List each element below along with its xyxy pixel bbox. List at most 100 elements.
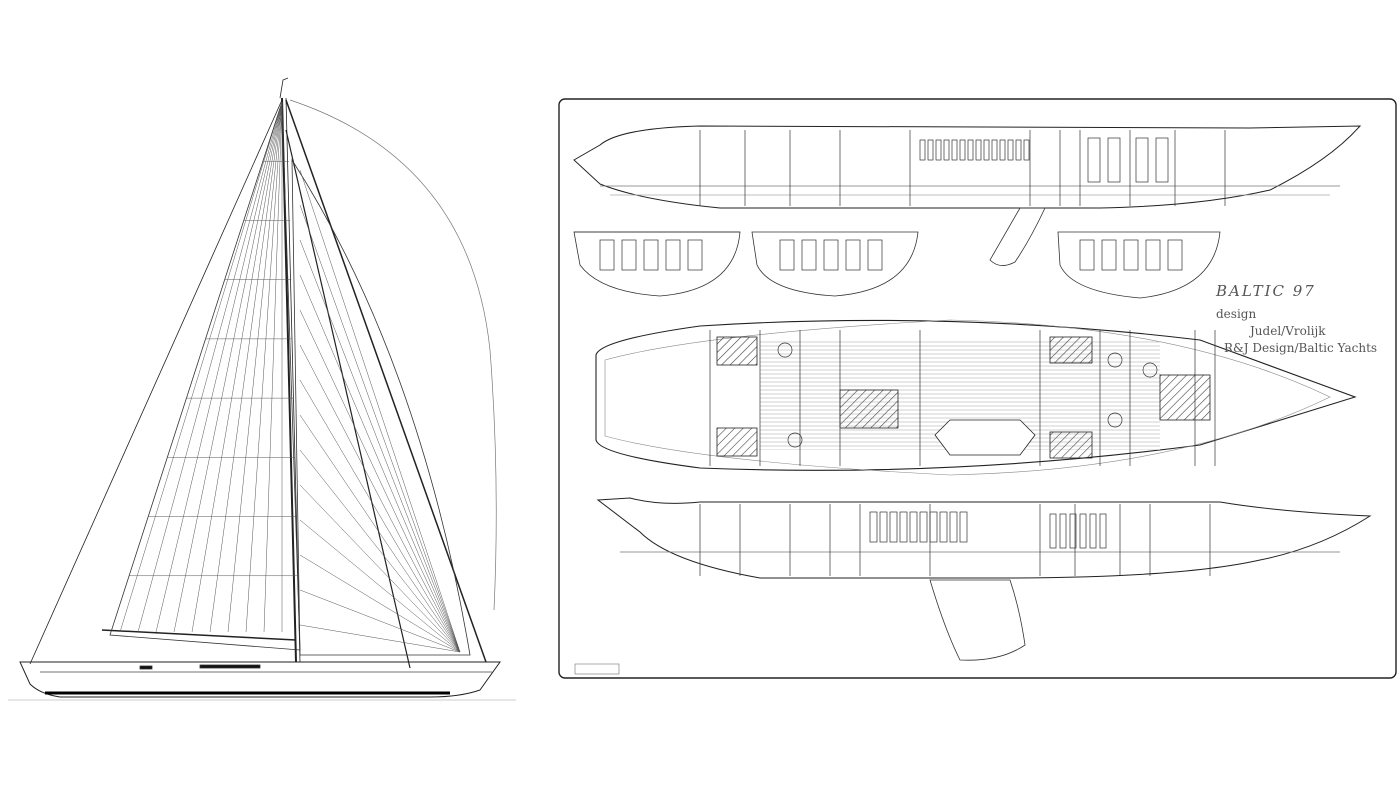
sail-panel-radial bbox=[155, 101, 283, 633]
sail-panel-radial bbox=[173, 101, 283, 633]
yacht-name: BALTIC 97 bbox=[1216, 282, 1316, 300]
head-fixture bbox=[1107, 352, 1123, 368]
profile-cabinet bbox=[983, 139, 990, 161]
sail-panel-radial bbox=[209, 101, 283, 633]
section-joinery bbox=[1145, 239, 1161, 271]
sail-panel-radial bbox=[299, 274, 461, 653]
profile-door bbox=[1087, 137, 1101, 183]
sail-panel-lines bbox=[119, 101, 461, 653]
head-fixture bbox=[777, 342, 793, 358]
head-fixture bbox=[787, 432, 803, 448]
port-profile-section bbox=[596, 497, 1372, 661]
section-joinery bbox=[599, 239, 615, 271]
mainsail bbox=[291, 158, 471, 656]
profile-cabinet bbox=[943, 139, 950, 161]
section-joinery bbox=[1079, 239, 1095, 271]
backstay bbox=[285, 99, 487, 663]
profile-cabinet bbox=[951, 139, 958, 161]
head-fixture bbox=[1142, 362, 1158, 378]
sail-panel-radial bbox=[137, 101, 283, 633]
profile-cabinet bbox=[1007, 139, 1014, 161]
profile-door bbox=[1107, 137, 1121, 183]
profile-cabinet bbox=[899, 511, 908, 543]
accommodation-plan bbox=[595, 319, 1357, 476]
sail-panel-radial bbox=[119, 101, 283, 633]
profile-cabinet bbox=[889, 511, 898, 543]
section-joinery bbox=[665, 239, 681, 271]
sail-panel-radial bbox=[299, 169, 461, 653]
mast bbox=[281, 97, 297, 663]
headsail bbox=[109, 101, 301, 651]
boom bbox=[101, 629, 297, 641]
profile-cabinet bbox=[1023, 139, 1030, 161]
sail-panel-radial bbox=[299, 204, 461, 653]
designer-line-2: R&J Design/Baltic Yachts bbox=[1224, 341, 1378, 355]
profile-cabinet bbox=[967, 139, 974, 161]
profile-cabinet bbox=[939, 511, 948, 543]
sheet-border bbox=[558, 98, 1397, 679]
sail-panel-radial bbox=[299, 519, 461, 653]
forestay bbox=[29, 99, 283, 665]
profile-cabinet bbox=[1015, 139, 1022, 161]
sail-panel-radial bbox=[299, 554, 461, 653]
sail-panel-radial bbox=[299, 589, 461, 653]
profile-cabinet bbox=[1049, 513, 1057, 549]
profile-cabinet bbox=[1059, 513, 1067, 549]
profile-cabinet bbox=[959, 511, 968, 543]
profile-cabinet bbox=[879, 511, 888, 543]
sail-panel-radial bbox=[299, 449, 461, 653]
section-joinery bbox=[801, 239, 817, 271]
section-joinery bbox=[687, 239, 703, 271]
section-joinery bbox=[1123, 239, 1139, 271]
bulkhead-sections bbox=[573, 231, 1221, 299]
profile-cabinet bbox=[991, 139, 998, 161]
profile-cabinet bbox=[1099, 513, 1107, 549]
head-fixture bbox=[1107, 412, 1123, 428]
hull-profile bbox=[19, 661, 501, 698]
profile-cabinet bbox=[949, 511, 958, 543]
profile-cabinet bbox=[919, 511, 928, 543]
starboard-profile-section bbox=[573, 125, 1362, 266]
profile-cabinet bbox=[1079, 513, 1087, 549]
sail-panel-radial bbox=[227, 101, 283, 633]
profile-cabinet bbox=[959, 139, 966, 161]
section-joinery bbox=[845, 239, 861, 271]
section-joinery bbox=[823, 239, 839, 271]
sail-plan-drawing bbox=[8, 77, 516, 701]
drawing-stamp bbox=[574, 663, 620, 675]
profile-cabinet bbox=[919, 139, 926, 161]
designer-line-1: Judel/Vrolijk bbox=[1250, 324, 1326, 338]
sail-panel-radial bbox=[299, 624, 461, 653]
sail-panel-radial bbox=[299, 309, 461, 653]
profile-cabinet bbox=[869, 511, 878, 543]
profile-cabinet bbox=[909, 511, 918, 543]
profile-cabinet bbox=[999, 139, 1006, 161]
profile-cabinet bbox=[935, 139, 942, 161]
sail-panel-radial bbox=[299, 344, 461, 653]
sail-panel-radial bbox=[299, 239, 461, 653]
profile-cabinet bbox=[1069, 513, 1077, 549]
sail-panel-radial bbox=[191, 101, 283, 633]
profile-door bbox=[1135, 137, 1149, 183]
sail-panel-radial bbox=[299, 414, 461, 653]
profile-cabinet bbox=[927, 139, 934, 161]
section-joinery bbox=[1101, 239, 1117, 271]
design-label: design bbox=[1216, 307, 1257, 321]
spinnaker-outline bbox=[289, 99, 497, 611]
section-joinery bbox=[643, 239, 659, 271]
section-joinery bbox=[621, 239, 637, 271]
section-joinery bbox=[1167, 239, 1183, 271]
profile-door bbox=[1155, 137, 1169, 183]
profile-cabinet bbox=[975, 139, 982, 161]
interior-detail-lines bbox=[599, 130, 1226, 576]
interior-plan-sheet bbox=[558, 98, 1397, 679]
sail-panel-radial bbox=[299, 379, 461, 653]
profile-cabinet bbox=[929, 511, 938, 543]
sail-panel-radial bbox=[245, 101, 283, 633]
sail-panel-radial bbox=[299, 484, 461, 653]
section-joinery bbox=[779, 239, 795, 271]
section-joinery bbox=[867, 239, 883, 271]
profile-cabinet bbox=[1089, 513, 1097, 549]
sail-panel-radial bbox=[263, 101, 283, 633]
